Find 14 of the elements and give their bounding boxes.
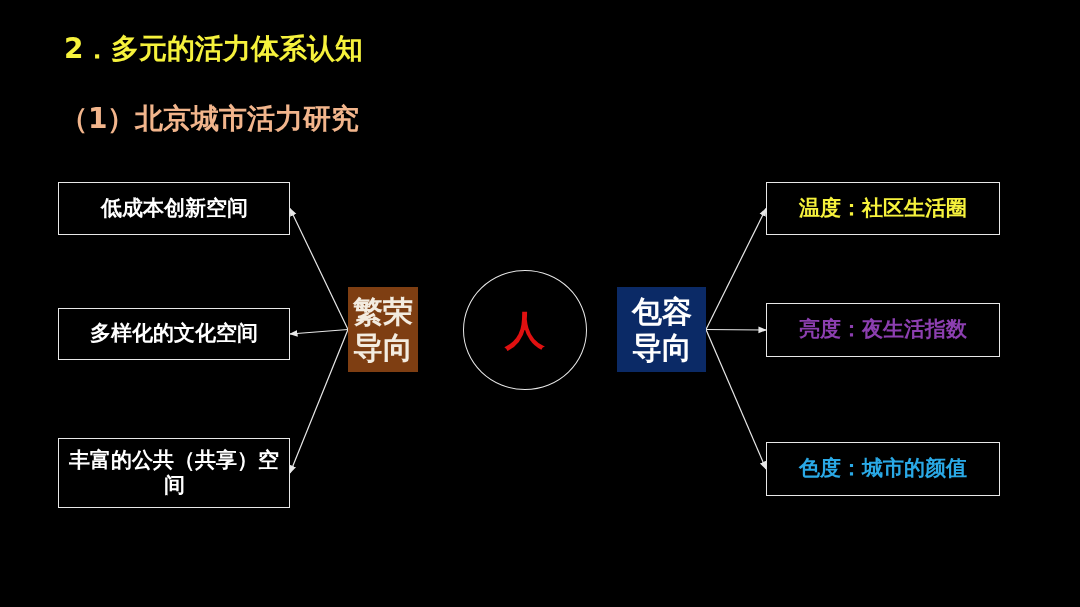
subtitle: （1）北京城市活力研究 (60, 101, 360, 137)
category-box: 繁荣导向 (348, 287, 418, 372)
outlined-box: 多样化的文化空间 (58, 308, 290, 360)
outlined-box: 丰富的公共（共享）空间 (58, 438, 290, 508)
arrow (289, 207, 349, 331)
arrow (705, 326, 767, 334)
outlined-box: 亮度：夜生活指数 (766, 303, 1000, 357)
category-box: 包容导向 (617, 287, 706, 372)
outlined-box: 低成本创新空间 (58, 182, 290, 235)
outlined-box: 温度：社区生活圈 (766, 182, 1000, 235)
arrow (289, 328, 349, 474)
outlined-box: 色度：城市的颜值 (766, 442, 1000, 496)
arrow (289, 328, 349, 337)
slide-title: 2．多元的活力体系认知 (64, 31, 364, 67)
